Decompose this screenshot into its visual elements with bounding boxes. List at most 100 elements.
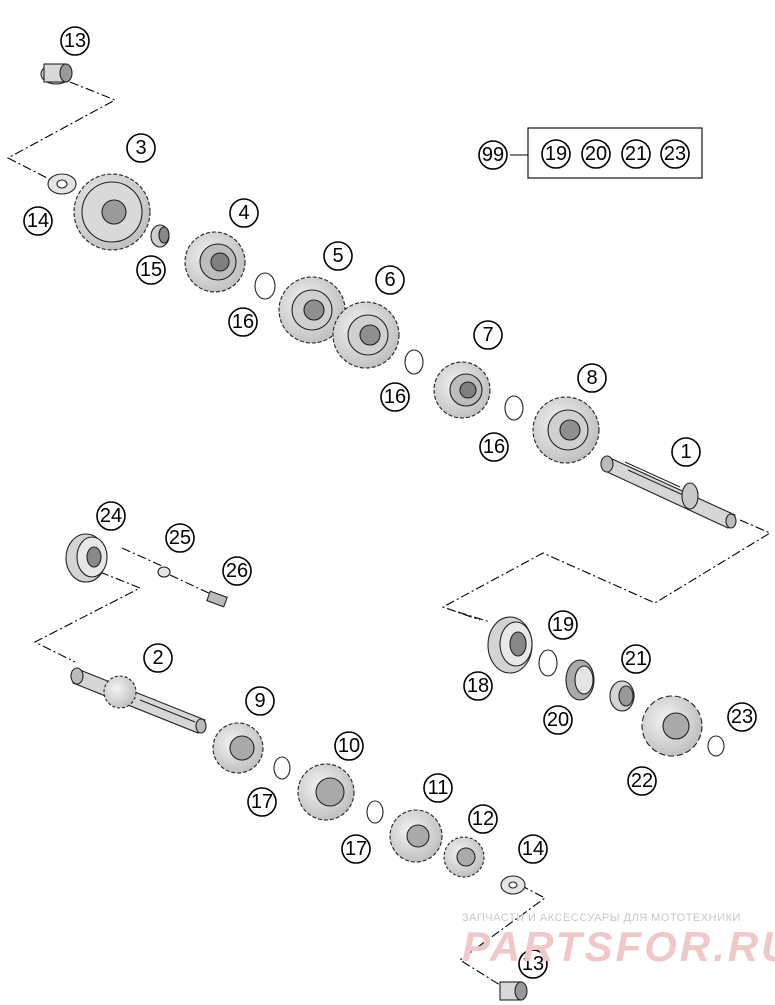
callout-9: 9 <box>245 686 275 716</box>
callout-17-a: 17 <box>247 787 277 817</box>
callout-label: 24 <box>100 505 122 527</box>
callout-7: 7 <box>473 320 503 350</box>
callout-label: 19 <box>552 614 574 636</box>
callout-label: 13 <box>64 30 86 52</box>
callout-label: 10 <box>338 735 360 757</box>
part-20-seal <box>565 659 595 701</box>
callout-label: 9 <box>254 690 265 712</box>
callout-15: 15 <box>136 255 166 285</box>
callout-label: 16 <box>384 386 406 408</box>
part-22-sprocket <box>641 695 703 757</box>
callout-label: 12 <box>472 808 494 830</box>
callout-label: 23 <box>664 143 686 165</box>
callout-13-top: 13 <box>60 26 90 56</box>
watermark-caption: ЗАПЧАСТИ И АКСЕССУАРЫ ДЛЯ МОТОТЕХНИКИ <box>462 912 741 924</box>
callout-14-bottom: 14 <box>518 834 548 864</box>
callout-16-c: 16 <box>479 432 509 462</box>
callout-label: 99 <box>482 144 504 166</box>
callout-label: 26 <box>226 560 248 582</box>
callout-label: 14 <box>522 838 544 860</box>
callout-label: 14 <box>27 210 49 232</box>
callout-3: 3 <box>126 133 156 163</box>
callout-25: 25 <box>165 523 195 553</box>
part-17-circlip-a <box>273 756 291 780</box>
part-14-washer-top <box>47 173 77 195</box>
callout-19: 19 <box>548 610 578 640</box>
part-5-gear <box>278 276 346 344</box>
callout-23: 23 <box>727 702 757 732</box>
part-11-gear <box>389 809 443 863</box>
callout-label: 16 <box>232 311 254 333</box>
part-9-gear <box>212 722 264 774</box>
callout-label: 21 <box>625 648 647 670</box>
callout-label: 15 <box>140 259 162 281</box>
part-6-gear <box>332 301 400 369</box>
callout-17-b: 17 <box>341 834 371 864</box>
callout-18: 18 <box>463 671 493 701</box>
callout-label: 20 <box>585 143 607 165</box>
part-2-counter-shaft <box>70 667 207 734</box>
callout-20: 20 <box>543 705 573 735</box>
part-4-gear <box>184 231 246 293</box>
callout-26: 26 <box>222 556 252 586</box>
callout-6: 6 <box>375 265 405 295</box>
part-16-circlip-b <box>404 349 424 375</box>
callout-16-b: 16 <box>380 382 410 412</box>
part-23-circlip <box>707 735 725 757</box>
callout-1: 1 <box>671 437 701 467</box>
callout-24: 24 <box>96 501 126 531</box>
callout-label: 6 <box>384 269 395 291</box>
part-13-bearing-top <box>40 63 73 85</box>
callout-label: 11 <box>428 777 449 799</box>
part-26-bolt <box>206 590 228 608</box>
part-19-o-ring <box>538 649 558 677</box>
part-3-gear <box>73 173 151 251</box>
part-10-gear <box>297 763 355 821</box>
part-13-bearing-bottom <box>499 981 528 1001</box>
callout-label: 7 <box>482 324 493 346</box>
part-8-gear <box>532 396 600 464</box>
callout-4: 4 <box>229 198 259 228</box>
part-18-bearing <box>487 616 533 674</box>
callout-20-kit: 20 <box>581 139 611 169</box>
callout-23-kit: 23 <box>660 139 690 169</box>
callout-label: 8 <box>586 367 597 389</box>
part-12-gear <box>443 836 485 878</box>
callout-label: 23 <box>731 706 753 728</box>
callout-label: 3 <box>135 137 146 159</box>
part-15-bushing <box>150 224 170 248</box>
callout-14-top: 14 <box>23 206 53 236</box>
callout-label: 5 <box>332 245 343 267</box>
callout-label: 4 <box>238 202 249 224</box>
part-1-main-shaft <box>600 455 737 529</box>
callout-22: 22 <box>627 766 657 796</box>
callout-label: 18 <box>467 675 489 697</box>
callout-8: 8 <box>577 363 607 393</box>
callout-10: 10 <box>334 731 364 761</box>
callout-16-a: 16 <box>228 307 258 337</box>
part-7-gear <box>433 361 491 419</box>
callout-21: 21 <box>621 644 651 674</box>
watermark: ЗАПЧАСТИ И АКСЕССУАРЫ ДЛЯ МОТОТЕХНИКИ PA… <box>462 912 775 970</box>
callout-label: 20 <box>547 709 569 731</box>
part-14-washer-bottom <box>500 875 526 895</box>
callout-label: 19 <box>545 143 567 165</box>
callout-label: 21 <box>625 143 647 165</box>
callout-12: 12 <box>468 804 498 834</box>
callout-label: 17 <box>345 838 367 860</box>
leader-lines <box>6 81 772 986</box>
callout-5: 5 <box>323 241 353 271</box>
part-21-spacer <box>609 680 635 712</box>
callout-13-bottom: 13 <box>518 949 548 979</box>
callout-19-kit: 19 <box>541 139 571 169</box>
callout-label: 25 <box>169 527 191 549</box>
part-24-bearing <box>65 533 108 583</box>
part-16-circlip-a <box>254 272 276 300</box>
watermark-logo: PARTSFOR.RU <box>462 923 775 970</box>
callout-21-kit: 21 <box>621 139 651 169</box>
part-16-circlip-c <box>504 395 524 421</box>
callout-11: 11 <box>423 773 453 803</box>
part-25-washer <box>157 566 171 578</box>
callout-label: 2 <box>152 647 163 669</box>
